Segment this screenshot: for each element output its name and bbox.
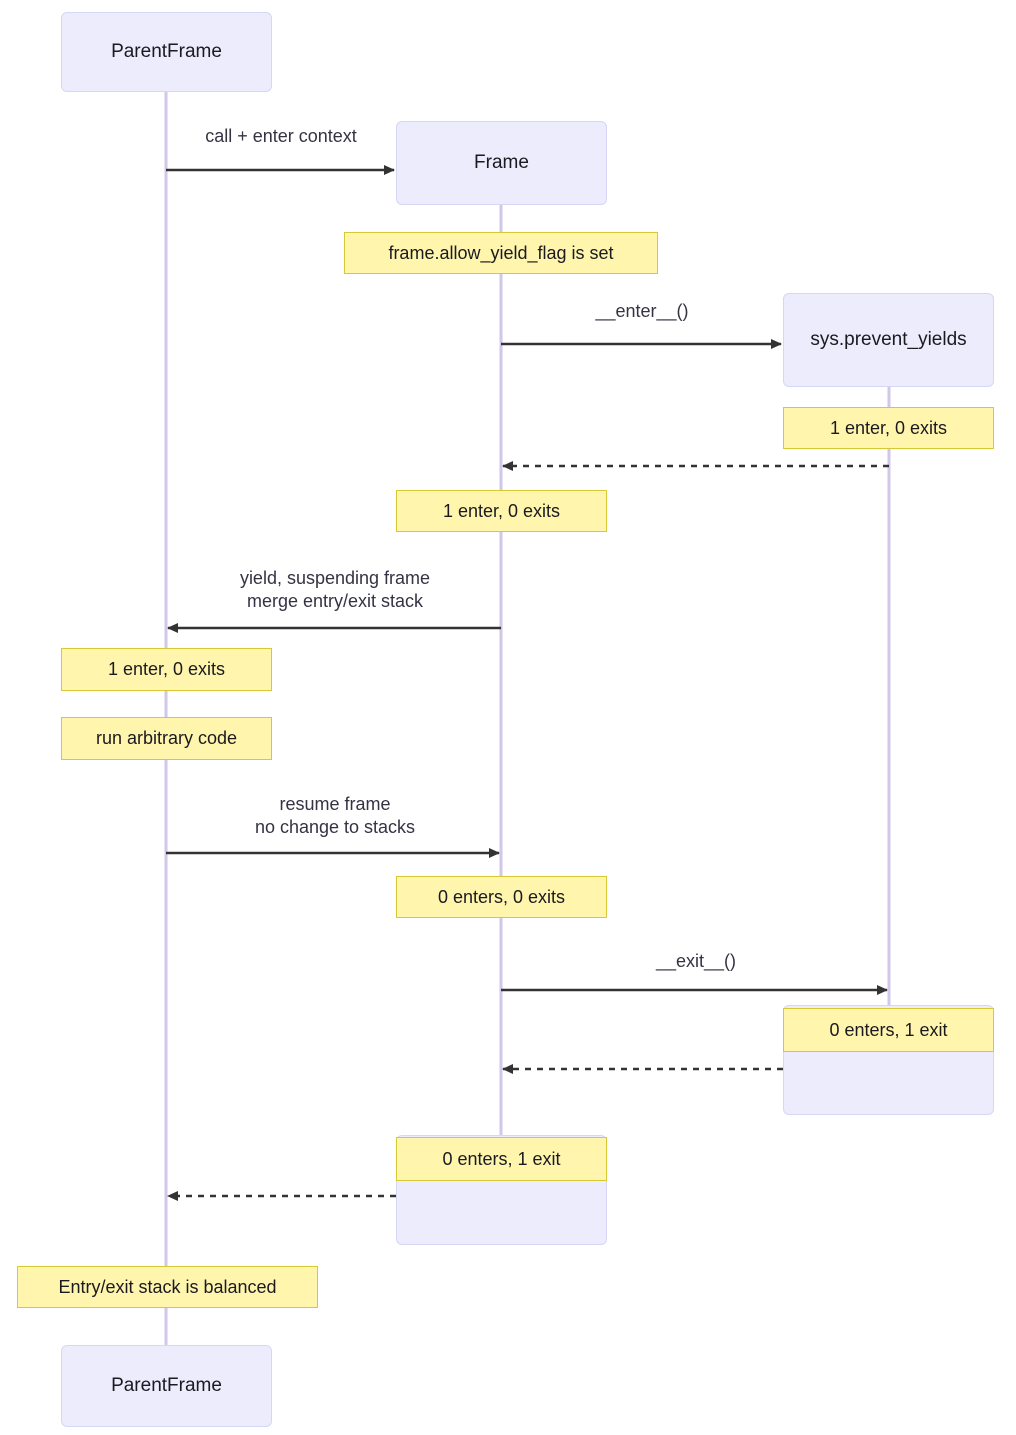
message-label-line: resume frame bbox=[279, 794, 391, 814]
message-label-line: yield, suspending frame bbox=[239, 568, 431, 588]
note-text: 0 enters, 1 exit bbox=[442, 1148, 561, 1169]
message-label-line: __exit__() bbox=[655, 951, 737, 971]
message-label-line: call + enter context bbox=[205, 126, 357, 146]
participant-label: ParentFrame bbox=[111, 41, 222, 62]
note-note-balanced: Entry/exit stack is balanced bbox=[17, 1266, 318, 1308]
note-text: 0 enters, 1 exit bbox=[829, 1019, 948, 1040]
note-note-frame-enter: 1 enter, 0 exits bbox=[396, 490, 607, 532]
message-label-msg-call-enter: call + enter context bbox=[171, 125, 391, 148]
message-label-msg-exit-call: __exit__() bbox=[506, 950, 886, 973]
note-text: 0 enters, 0 exits bbox=[437, 886, 566, 907]
participant-label: ParentFrame bbox=[111, 1375, 222, 1396]
note-note-sys-exit: 0 enters, 1 exit bbox=[783, 1008, 994, 1052]
message-label-line: no change to stacks bbox=[254, 817, 416, 838]
message-label-msg-enter-call: __enter__() bbox=[506, 300, 778, 323]
note-note-sys-enter: 1 enter, 0 exits bbox=[783, 407, 994, 449]
note-text: Entry/exit stack is balanced bbox=[58, 1276, 277, 1297]
messages-group bbox=[166, 165, 889, 1201]
note-note-allow-yield: frame.allow_yield_flag is set bbox=[344, 232, 658, 274]
note-note-run-code: run arbitrary code bbox=[61, 717, 272, 760]
participant-box-sys-top[interactable]: sys.prevent_yields bbox=[783, 293, 994, 387]
note-note-frame-zero: 0 enters, 0 exits bbox=[396, 876, 607, 918]
message-label-line: __enter__() bbox=[595, 301, 689, 321]
note-text: 1 enter, 0 exits bbox=[107, 659, 226, 679]
participant-label: sys.prevent_yields bbox=[810, 329, 967, 350]
message-label-msg-resume: resume frame no change to stacks bbox=[175, 793, 495, 840]
participant-label: Frame bbox=[474, 152, 529, 173]
message-label-msg-yield: yield, suspending frame merge entry/exit … bbox=[175, 567, 495, 614]
note-note-parent-enter: 1 enter, 0 exits bbox=[61, 648, 272, 691]
note-text: frame.allow_yield_flag is set bbox=[388, 242, 614, 263]
participant-box-parent-bottom[interactable]: ParentFrame bbox=[61, 1345, 272, 1427]
note-text: run arbitrary code bbox=[95, 728, 238, 748]
note-text: 1 enter, 0 exits bbox=[829, 417, 948, 438]
participant-box-parent-top[interactable]: ParentFrame bbox=[61, 12, 272, 92]
note-text: 1 enter, 0 exits bbox=[442, 500, 561, 521]
participant-box-frame-top[interactable]: Frame bbox=[396, 121, 607, 205]
note-note-frame-exit: 0 enters, 1 exit bbox=[396, 1137, 607, 1181]
message-label-line: merge entry/exit stack bbox=[246, 591, 424, 612]
